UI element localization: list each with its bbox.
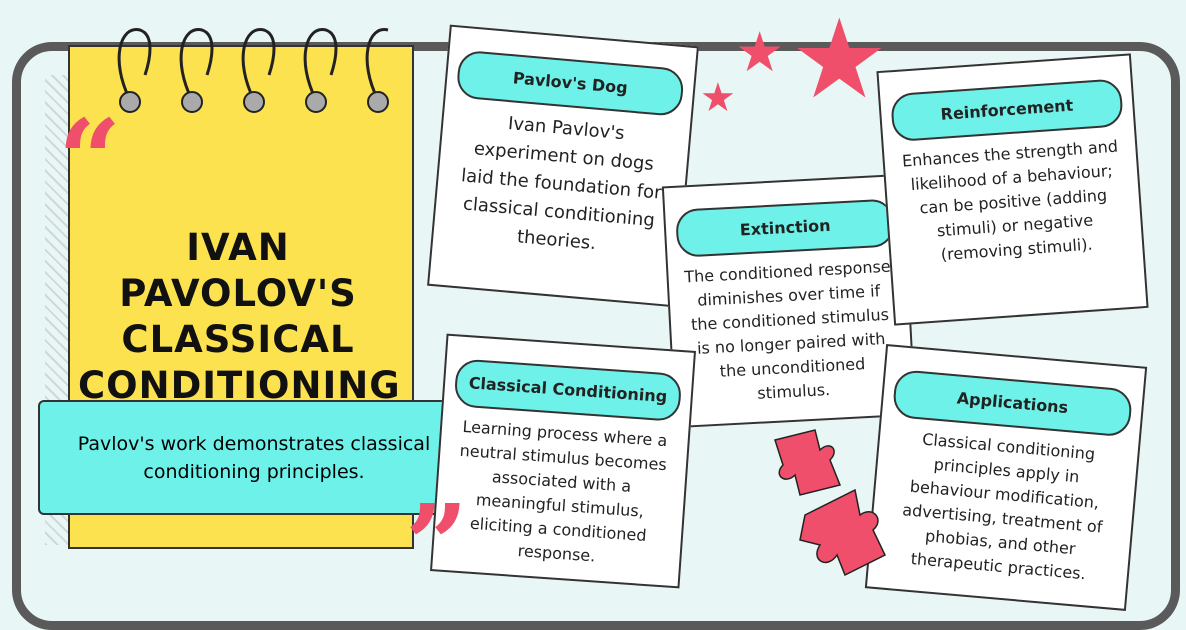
card-heading: Extinction — [675, 198, 896, 258]
card-heading: Classical Conditioning — [453, 358, 683, 422]
quote-close-icon: ” — [405, 480, 469, 609]
star-icon: ★ — [735, 20, 785, 84]
card-heading: Pavlov's Dog — [455, 49, 685, 118]
card-heading: Reinforcement — [890, 78, 1124, 143]
card-text: Enhances the strength and likelihood of … — [901, 136, 1119, 265]
card-text: The conditioned response diminishes over… — [683, 256, 892, 403]
card-reinforcement: Reinforcement Enhances the strength and … — [876, 53, 1149, 326]
card-text: Learning process where a neutral stimulu… — [459, 416, 668, 566]
card-extinction: Extinction The conditioned response dimi… — [661, 173, 917, 429]
card-text: Classical conditioning principles apply … — [901, 429, 1104, 584]
card-text: Ivan Pavlov's experiment on dogs laid th… — [460, 113, 663, 255]
notepad-rings — [117, 28, 389, 113]
card-pavlovs-dog: Pavlov's Dog Ivan Pavlov's experiment on… — [427, 24, 699, 308]
banner-text: Pavlov's work demonstrates classical con… — [77, 432, 431, 483]
page-title: IVAN PAVOLOV'S CLASSICAL CONDITIONING — [78, 226, 401, 407]
puzzle-pieces-icon — [774, 429, 886, 577]
card-applications: Applications Classical conditioning prin… — [864, 344, 1148, 611]
card-classical-conditioning: Classical Conditioning Learning process … — [430, 333, 696, 589]
star-icon: ★ — [700, 75, 736, 121]
summary-banner: Pavlov's work demonstrates classical con… — [38, 400, 470, 515]
quote-open-icon: “ — [58, 95, 122, 224]
star-icon: ★ — [790, 0, 889, 123]
